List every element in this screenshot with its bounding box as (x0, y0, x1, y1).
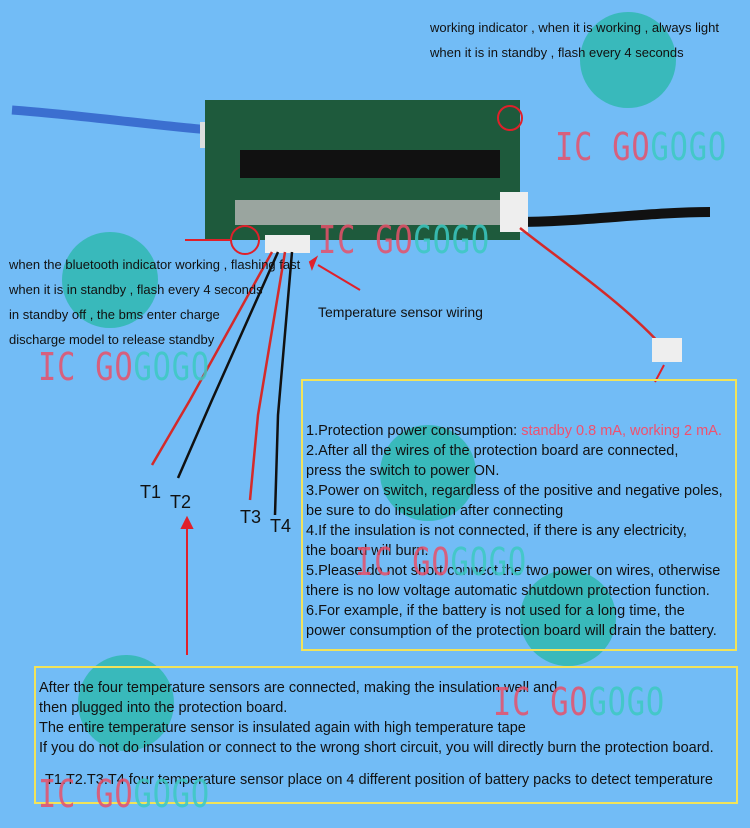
note-line: 3.Power on switch, regardless of the pos… (306, 483, 723, 499)
mosfet-row (240, 150, 500, 178)
watermark-logo (78, 655, 174, 751)
note-line: the board will burn. (306, 543, 429, 559)
watermark-logo (62, 232, 158, 328)
temperature-sensor-wiring-label: Temperature sensor wiring (318, 304, 483, 320)
side-connector (500, 192, 528, 232)
note-item-1: 1.Protection power consumption: standby … (306, 421, 723, 441)
power-consumption-highlight: standby 0.8 mA, working 2 mA. (521, 423, 722, 439)
watermark: IC GOGOGO (355, 540, 527, 584)
bluetooth-indicator-note: when the bluetooth indicator working , f… (9, 252, 300, 352)
watermark: IC GOGOGO (38, 345, 210, 389)
note-line: 6.For example, if the battery is not use… (306, 603, 685, 619)
instruction-line: After the four temperature sensors are c… (39, 680, 558, 696)
temp-connector (265, 235, 310, 253)
note-text: 1.Protection power consumption: (306, 423, 522, 439)
note-line: press the switch to power ON. (306, 463, 500, 479)
working-indicator-note: working indicator , when it is working ,… (430, 15, 719, 65)
watermark: IC GOGOGO (555, 125, 727, 169)
instruction-line: If you do not do insulation or connect t… (39, 740, 714, 756)
note-line: when the bluetooth indicator working , f… (9, 257, 301, 272)
sensor-label-t1: T1 (140, 482, 162, 502)
insulation-instructions-box: After the four temperature sensors are c… (34, 666, 738, 804)
note-line: be sure to do insulation after connectin… (306, 503, 564, 519)
note-line: when it is in standby , flash every 4 se… (9, 282, 263, 297)
black-cable (514, 207, 711, 227)
blue-cable (11, 105, 211, 135)
sensor-placement-note: T1.T2.T3.T4 four temperature sensor plac… (45, 772, 713, 788)
note-line: power consumption of the protection boar… (306, 623, 717, 639)
watermark: IC GOGOGO (493, 680, 665, 724)
note-line: when it is in standby , flash every 4 se… (430, 45, 684, 60)
sensor-label-t3: T3 (240, 507, 262, 527)
note-line: 5.Please do not short connect the two po… (306, 563, 721, 579)
note-line: discharge model to release standby (9, 332, 215, 347)
sensor-label-t4: T4 (270, 516, 292, 536)
resistor-row (235, 200, 505, 225)
sensor-label-t2: T2 (170, 492, 192, 512)
instruction-line: then plugged into the protection board. (39, 700, 288, 716)
note-line: 4.If the insulation is not connected, if… (306, 523, 687, 539)
note-line: there is no low voltage automatic shutdo… (306, 583, 710, 599)
watermark: IC GOGOGO (318, 218, 490, 262)
note-line: 2.After all the wires of the protection … (306, 443, 679, 459)
note-line: working indicator , when it is working ,… (430, 20, 720, 35)
watermark-logo (380, 425, 476, 521)
power-switch (652, 338, 682, 362)
instruction-line: The entire temperature sensor is insulat… (39, 720, 526, 736)
note-line: in standby off , the bms enter charge (9, 307, 220, 322)
watermark-logo (580, 12, 676, 108)
notes-box: 1.Protection power consumption: standby … (301, 379, 737, 651)
watermark: IC GOGOGO (38, 772, 210, 816)
